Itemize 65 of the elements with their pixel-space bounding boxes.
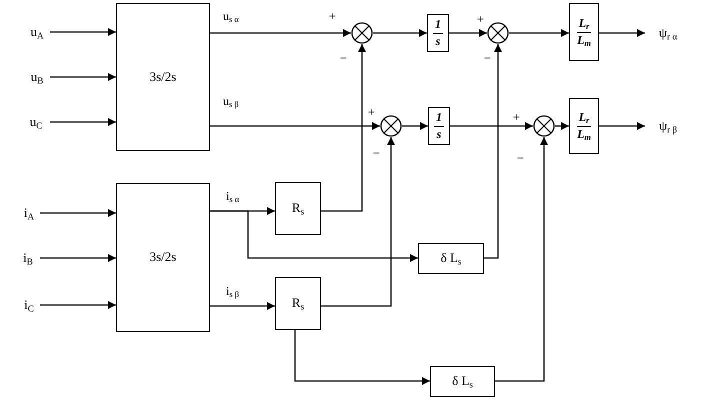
connector-arrow xyxy=(210,122,380,130)
connector-arrow xyxy=(599,122,645,130)
connector-arrow xyxy=(321,137,395,307)
node-text: i$_{B}$ xyxy=(23,250,33,266)
connector-arrow xyxy=(495,137,548,382)
connector-arrow xyxy=(40,209,116,217)
summing-junction xyxy=(533,115,555,137)
process-block xyxy=(275,277,321,330)
connector-arrow xyxy=(373,29,427,37)
node-text: 3s/2s xyxy=(150,250,176,265)
connector-arrow xyxy=(449,29,487,37)
node-text: u$_{C}$ xyxy=(30,114,42,130)
node-text: u$_{B}$ xyxy=(30,70,44,84)
denominator: L$_{m}$ xyxy=(576,128,592,141)
connector-arrow xyxy=(509,29,569,37)
numerator: 1 xyxy=(434,111,444,126)
summing-junction xyxy=(351,22,373,44)
numerator: 1 xyxy=(433,18,443,34)
node-text: i$_{A}$ xyxy=(24,206,34,220)
node-text: 3s/2s xyxy=(150,70,176,84)
transfer-function-block xyxy=(427,14,449,52)
connector-arrow xyxy=(50,118,116,126)
connector-arrow xyxy=(210,302,275,310)
node-text: R$_{s}$ xyxy=(292,296,304,311)
node-text: i$_{C}$ xyxy=(24,298,34,312)
numerator: L$_{r}$ xyxy=(576,17,592,32)
connector-arrow xyxy=(210,210,418,262)
process-block xyxy=(418,243,484,274)
transfer-function-block xyxy=(569,3,599,61)
transfer-function-block xyxy=(569,98,599,154)
node-text: R$_{s}$ xyxy=(292,201,304,216)
node-text: ψ$_{r α}$ xyxy=(658,26,678,40)
denominator: L$_{m}$ xyxy=(576,34,592,47)
process-block xyxy=(275,182,321,235)
connector-arrow xyxy=(50,73,116,81)
process-block xyxy=(116,3,210,151)
process-block xyxy=(116,183,210,332)
connector-arrow xyxy=(40,301,116,309)
transfer-function-block xyxy=(428,107,450,145)
edge-label: i$_{s α}$ xyxy=(226,190,240,202)
connector-arrow xyxy=(321,44,366,212)
sign-label: + xyxy=(513,111,520,123)
connector-arrow xyxy=(484,44,502,259)
numerator: L$_{r}$ xyxy=(576,111,592,126)
connector-arrow xyxy=(450,122,533,130)
edge-label: i$_{s β}$ xyxy=(226,285,239,297)
sign-label: + xyxy=(477,13,484,25)
connector-arrow xyxy=(210,29,351,37)
node-text: ψ$_{r β}$ xyxy=(658,118,678,134)
sign-label: + xyxy=(329,10,336,22)
connector-arrow xyxy=(555,122,569,130)
connector-arrow xyxy=(599,29,645,37)
node-text: δ L$_{s}$ xyxy=(440,251,462,266)
connector-arrow xyxy=(40,254,116,262)
sign-label: + xyxy=(368,106,375,118)
connector-arrow xyxy=(50,28,116,36)
connector-arrow xyxy=(294,330,430,385)
denominator: s xyxy=(434,34,442,48)
summing-junction xyxy=(487,22,509,44)
node-text: δ L$_{s}$ xyxy=(452,374,473,389)
process-block xyxy=(430,366,495,397)
denominator: s xyxy=(436,128,442,141)
connector-arrow xyxy=(402,122,428,130)
node-text: u$_{A}$ xyxy=(30,24,44,40)
summing-junction xyxy=(380,115,402,137)
